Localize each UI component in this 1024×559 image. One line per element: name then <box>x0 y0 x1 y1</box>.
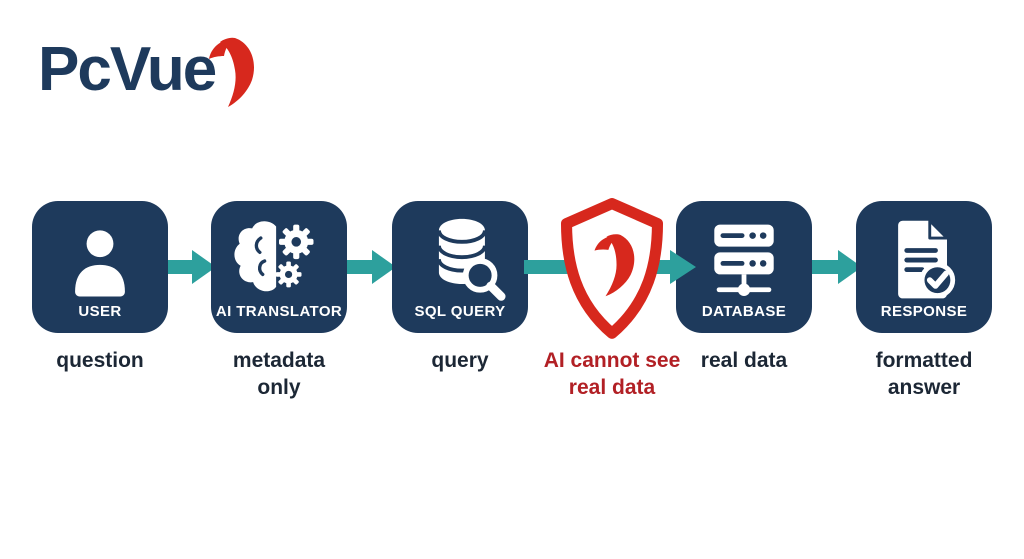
pcvue-swoosh-icon <box>209 37 255 108</box>
step-sql-query-title: SQL QUERY <box>414 303 506 320</box>
arrow-database-to-response-icon <box>808 250 862 284</box>
caption-sql: query <box>431 349 489 372</box>
document-check-icon <box>898 219 956 299</box>
step-database-title: DATABASE <box>701 303 787 320</box>
step-user: USER <box>32 201 168 333</box>
step-response: RESPONSE <box>856 201 992 333</box>
pcvue-logo: PcVue <box>38 34 261 108</box>
step-ai-translator: AI TRANSLATOR <box>211 201 347 333</box>
step-database: DATABASE <box>676 201 812 333</box>
caption-translator: metadata only <box>232 349 326 399</box>
step-sql-query: SQL QUERY <box>392 201 528 333</box>
step-response-title: RESPONSE <box>880 303 968 320</box>
caption-database: real data <box>700 349 788 372</box>
step-ai-translator-title: AI TRANSLATOR <box>215 303 343 320</box>
database-search-icon <box>437 218 506 301</box>
security-shield <box>551 194 673 344</box>
caption-response: formatted answer <box>875 349 973 399</box>
server-icon <box>714 224 774 296</box>
brain-gears-icon <box>234 221 314 292</box>
caption-user: question <box>56 349 144 372</box>
pcvue-shield-icon <box>560 198 664 339</box>
arrow-user-to-translator-icon <box>162 250 216 284</box>
user-icon <box>75 230 125 297</box>
arrow-translator-to-sql-icon <box>342 250 396 284</box>
caption-shield: AI cannot see real data <box>543 349 681 399</box>
pcvue-logo-text: PcVue <box>38 35 217 104</box>
step-user-title: USER <box>78 303 122 320</box>
